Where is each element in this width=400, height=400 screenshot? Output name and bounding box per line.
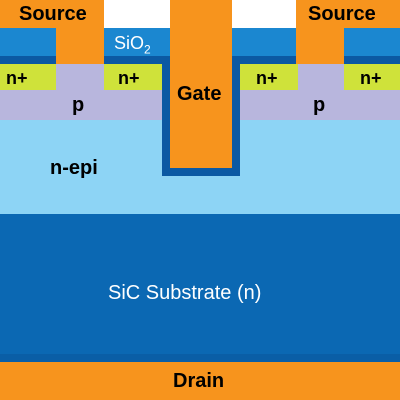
- sio2-block-right: [344, 28, 400, 56]
- source-right-label: Source: [308, 3, 376, 25]
- p-region-left: [0, 90, 162, 120]
- sio2-block-left: [0, 28, 56, 56]
- oxide-line-mid-left: [104, 56, 170, 64]
- source-contact-right-plug: [296, 28, 344, 64]
- sio2-label-main: SiO: [114, 33, 145, 53]
- oxide-line-mid-right: [232, 56, 298, 64]
- p-right-label: p: [313, 94, 326, 116]
- p-left-label: p: [72, 94, 85, 116]
- substrate-edge-line: [0, 354, 400, 362]
- nplus-label-1: n+: [6, 68, 28, 88]
- source-contact-left-plug: [56, 28, 104, 64]
- gate-electrode: [170, 0, 232, 168]
- nplus-label-2: n+: [118, 68, 140, 88]
- sio2-block-mid-left: [104, 28, 170, 56]
- source-contact-right-top: [296, 0, 400, 28]
- nplus-region-2: [104, 64, 162, 90]
- p-region-right: [240, 90, 400, 120]
- oxide-line-right: [344, 56, 400, 64]
- source-left-label: Source: [19, 3, 87, 25]
- gate-label: Gate: [177, 83, 222, 105]
- sio2-block-mid-right: [232, 28, 296, 56]
- nplus-region-3: [240, 64, 298, 90]
- substrate-label: SiC Substrate (n): [108, 282, 262, 304]
- n-epi-label: n-epi: [50, 157, 98, 179]
- source-contact-left-top: [0, 0, 104, 28]
- sic-substrate-layer: [0, 214, 400, 362]
- nplus-label-3: n+: [256, 68, 278, 88]
- oxide-line-left: [0, 56, 56, 64]
- drain-label: Drain: [173, 370, 225, 392]
- nplus-region-4: [344, 64, 400, 90]
- nplus-label-4: n+: [360, 68, 382, 88]
- sio2-label-subscript: 2: [144, 42, 151, 57]
- sio2-label: SiO2: [114, 33, 151, 57]
- drain-contact: [0, 362, 400, 400]
- nplus-region-1: [0, 64, 56, 90]
